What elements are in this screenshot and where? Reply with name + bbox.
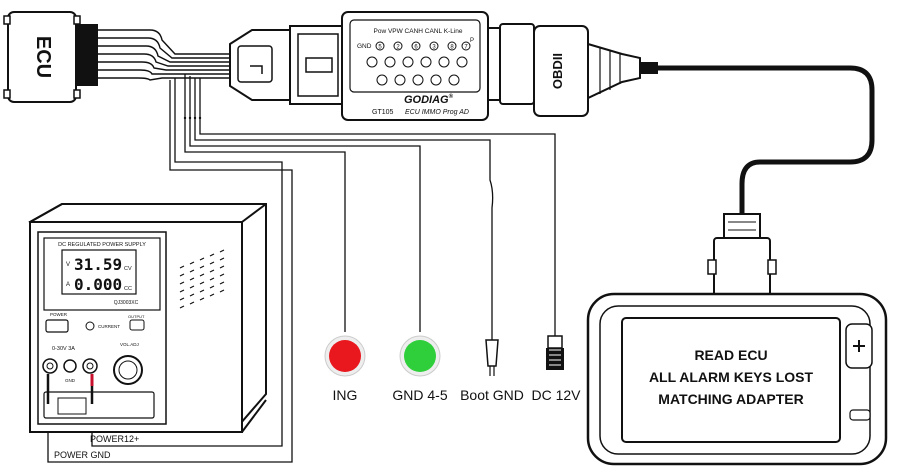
obd-label: OBDII	[550, 53, 565, 89]
adapter-pin-6: 6	[414, 45, 418, 51]
ecu-label: ECU	[32, 36, 54, 78]
adapter-p-label: P	[470, 38, 474, 44]
psu-output-button[interactable]	[129, 319, 145, 331]
dc12v-label: DC 12V	[531, 387, 581, 403]
adapter-plug	[229, 25, 343, 105]
psu-voladj: VOL.ADJ	[120, 342, 139, 347]
psu-v-prefix: V	[66, 262, 70, 268]
gnd45-label: GND 4-5	[392, 387, 447, 403]
psu-power-button[interactable]	[45, 319, 69, 333]
ing-label: ING	[333, 387, 358, 403]
tablet-line2: ALL ALARM KEYS LOST	[649, 369, 814, 385]
psu-header: DC REGULATED POWER SUPPLY	[58, 242, 146, 248]
psu-power-label: POWER	[50, 312, 68, 317]
main-cable	[656, 65, 875, 216]
adapter-pin-3: 3	[432, 45, 436, 51]
obd-plug: OBDII	[487, 23, 658, 117]
godiag-adapter: Pow VPW CANH CANL K-Line GND 5 2 6 3 8 P…	[341, 11, 489, 121]
signal-wires	[47, 74, 556, 463]
gnd45-led	[404, 340, 436, 372]
adapter-brand: GODIAG®	[404, 93, 454, 106]
programmer-tablet: READ ECU ALL ALARM KEYS LOST MATCHING AD…	[586, 292, 888, 466]
psu-a-prefix: A	[66, 282, 70, 288]
ing-indicator	[324, 335, 366, 377]
tablet-line1: READ ECU	[694, 347, 767, 363]
ecu-wires	[98, 29, 230, 81]
psu-range: 0-30V 3A	[52, 346, 75, 352]
adapter-model: GT105	[372, 109, 394, 116]
boot-gnd-label: Boot GND	[460, 387, 524, 403]
adapter-pin-5: 5	[378, 45, 382, 51]
power-gnd-label: POWER GND	[54, 450, 111, 460]
tablet-line3: MATCHING ADAPTER	[658, 391, 803, 407]
db-connector	[707, 213, 777, 297]
ecu-box: ECU	[3, 11, 98, 103]
power12-label: POWER12+	[90, 434, 139, 444]
psu-current: 0.000	[74, 275, 122, 294]
adapter-pin-8: 8	[450, 45, 454, 51]
adapter-subtitle: ECU IMMO Prog AD	[405, 109, 469, 116]
psu-gnd-label: GND	[65, 378, 76, 383]
adapter-pin-2: 2	[396, 45, 400, 51]
adapter-pin-7: 7	[464, 45, 468, 51]
boot-gnd-clip	[485, 339, 499, 376]
psu-output-label: OUTPUT	[128, 314, 145, 319]
wire-dots	[183, 116, 202, 120]
gnd45-indicator	[399, 335, 441, 377]
dc12v-jack	[546, 335, 564, 370]
psu-current-btn: CURRENT	[98, 324, 120, 329]
psu-current-unit: CC	[124, 286, 132, 292]
psu-voltage: 31.59	[74, 255, 122, 274]
ing-led	[329, 340, 361, 372]
adapter-pin-holes	[366, 41, 471, 86]
psu-terminal-gnd[interactable]	[63, 359, 77, 373]
psu-voltage-unit: CV	[124, 266, 132, 272]
power-supply: DC REGULATED POWER SUPPLY V 31.59 CV A 0…	[28, 203, 267, 433]
psu-model: QJ3003XC	[114, 300, 139, 306]
adapter-gnd-label: GND	[357, 43, 372, 50]
adapter-pins-top: Pow VPW CANH CANL K-Line	[374, 28, 463, 35]
